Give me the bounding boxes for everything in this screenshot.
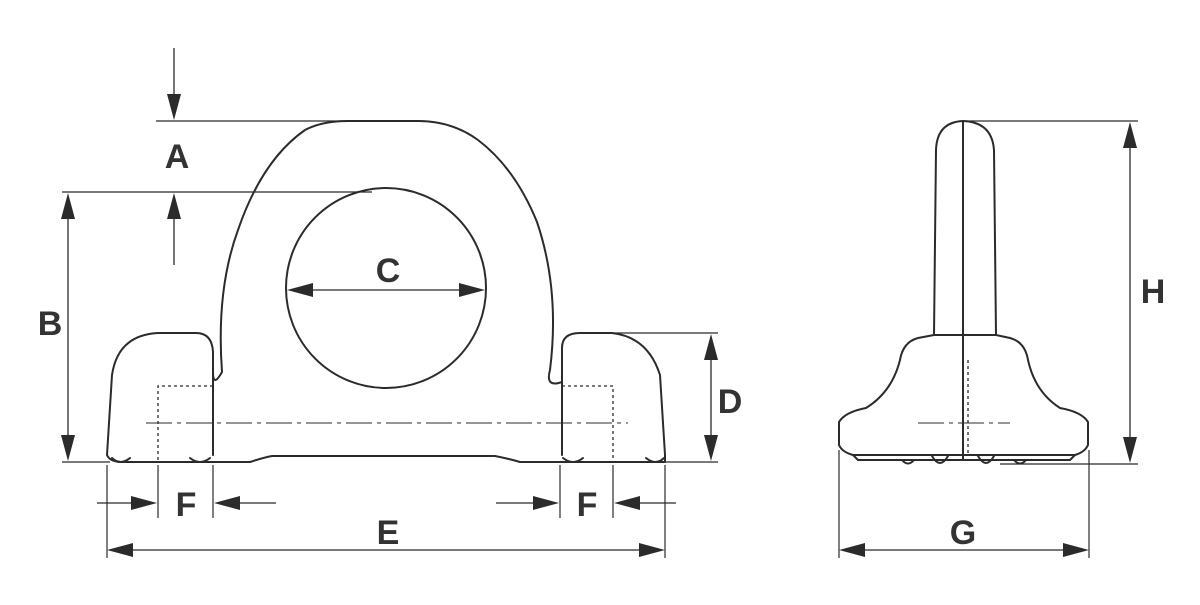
side-view	[838, 120, 1089, 465]
eye-circle	[285, 187, 487, 389]
side-foot-3	[977, 455, 995, 464]
label-b: B	[38, 305, 63, 343]
side-dimensions	[838, 120, 1138, 558]
label-h: H	[1141, 273, 1166, 311]
hidden-line-left	[157, 385, 213, 460]
label-e: E	[377, 514, 400, 552]
front-foot-left-1	[111, 457, 131, 463]
side-base	[852, 454, 1076, 461]
label-g: G	[950, 514, 976, 552]
label-f-right: F	[577, 486, 598, 524]
label-c: C	[376, 252, 401, 290]
hidden-line-right	[562, 385, 614, 460]
side-foot-1	[901, 459, 915, 465]
front-foot-right-2	[645, 457, 665, 463]
front-foot-left-2	[189, 457, 211, 463]
label-d: D	[718, 383, 743, 421]
front-foot-right-1	[562, 457, 584, 463]
side-outline	[838, 120, 1089, 456]
front-base	[106, 454, 666, 463]
label-f-left: F	[176, 486, 197, 524]
dimension-labels: A B C D E F F G H	[38, 138, 1166, 552]
front-dimensions	[61, 48, 718, 558]
front-view	[106, 120, 666, 463]
side-foot-2	[931, 455, 949, 464]
label-a: A	[165, 138, 190, 176]
